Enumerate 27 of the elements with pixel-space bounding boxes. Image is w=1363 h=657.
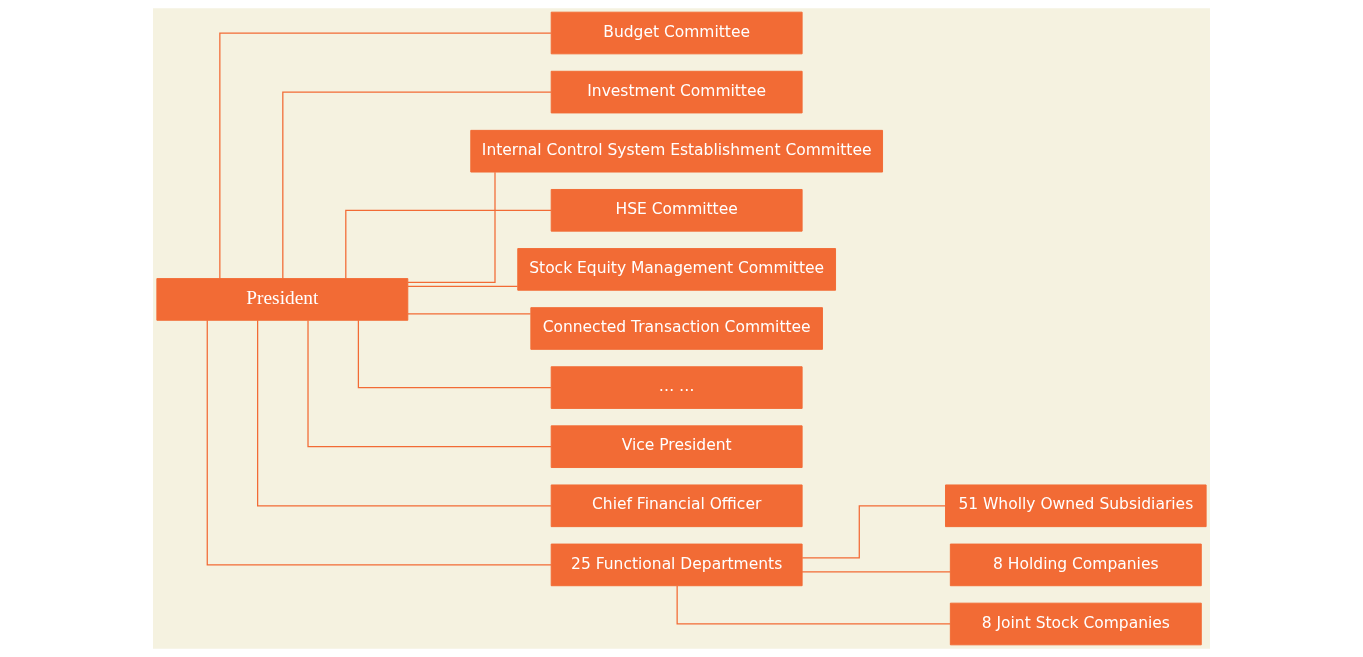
connector: [357, 319, 552, 389]
connector: [219, 32, 552, 280]
node-box: President: [156, 278, 409, 321]
node-box: Budget Committee: [550, 11, 803, 55]
connector: [257, 319, 552, 507]
connector: [206, 319, 552, 566]
connector: [676, 585, 951, 625]
node-box: Stock Equity Management Committee: [517, 248, 837, 291]
node-box: 51 Wholly Owned Subsidiaries: [945, 484, 1207, 528]
connector: [407, 285, 519, 287]
connector: [801, 571, 951, 573]
node-box: 8 Holding Companies: [949, 543, 1202, 587]
connector: [407, 171, 496, 284]
node-box: Vice President: [550, 425, 803, 468]
node-box: … …: [550, 366, 803, 409]
connector: [801, 505, 947, 559]
node-box: Chief Financial Officer: [550, 484, 803, 528]
connector: [345, 209, 552, 279]
node-box: 8 Joint Stock Companies: [949, 602, 1202, 646]
node-box: Internal Control System Establishment Committee: [470, 129, 883, 173]
node-box: Connected Transaction Committee: [530, 307, 823, 350]
connector: [307, 319, 552, 448]
node-box: 25 Functional Departments: [550, 543, 803, 587]
connector: [407, 313, 532, 315]
connector: [282, 91, 552, 280]
node-box: Investment Committee: [550, 70, 803, 114]
node-box: HSE Committee: [550, 189, 803, 232]
